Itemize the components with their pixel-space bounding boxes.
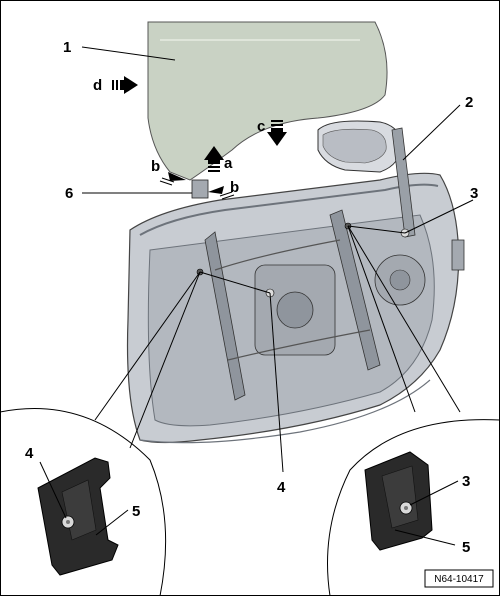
callout-6: 6 bbox=[65, 185, 73, 202]
detail-arc-right bbox=[327, 419, 500, 596]
arrow-b-left-icon bbox=[159, 172, 186, 186]
arrow-a-icon bbox=[204, 146, 224, 172]
zoom-line-left-1 bbox=[94, 271, 201, 421]
detail-arc-left bbox=[0, 407, 167, 596]
detail-bolt-right-core bbox=[404, 506, 408, 510]
callout-2: 2 bbox=[465, 94, 473, 111]
speaker-center bbox=[389, 269, 411, 291]
leader-4-center-b bbox=[199, 271, 271, 294]
window-glass bbox=[147, 21, 388, 181]
reference-code: N64-10417 bbox=[434, 574, 484, 585]
callout-3-detail: 3 bbox=[462, 473, 470, 490]
leader-5-right bbox=[394, 529, 456, 546]
leader-3-top bbox=[404, 199, 474, 234]
zoom-line-right-2 bbox=[347, 225, 461, 413]
zoom-line-left-2 bbox=[129, 271, 201, 449]
arrow-label-d: d bbox=[93, 77, 102, 94]
detail-bolt-left-core bbox=[66, 520, 70, 524]
glass-clip bbox=[191, 179, 209, 199]
arrow-label-b-left: b bbox=[151, 158, 160, 175]
callout-4-center: 4 bbox=[277, 479, 286, 496]
side-mirror-face bbox=[322, 128, 387, 164]
door-lower-edge bbox=[139, 379, 431, 444]
callout-1: 1 bbox=[63, 39, 71, 56]
arrow-label-a: a bbox=[224, 155, 233, 172]
leader-4-center bbox=[269, 292, 284, 473]
leader-1 bbox=[81, 46, 176, 61]
window-guide-channel bbox=[391, 127, 416, 238]
callout-4-detail: 4 bbox=[25, 445, 34, 462]
zoom-line-right-1 bbox=[347, 225, 416, 413]
arrow-d-icon bbox=[112, 76, 138, 94]
callout-5-left: 5 bbox=[132, 503, 140, 520]
callout-5-right: 5 bbox=[462, 539, 470, 556]
arrow-b-right-icon bbox=[208, 186, 235, 200]
door-upper-rail bbox=[139, 183, 439, 236]
arrow-label-c: c bbox=[257, 118, 265, 135]
reference-code-box bbox=[424, 569, 494, 588]
leader-3-detail bbox=[409, 480, 459, 506]
leader-2 bbox=[402, 104, 461, 161]
arrow-label-b-right: b bbox=[230, 179, 239, 196]
door-latch bbox=[451, 239, 465, 271]
leader-4-detail bbox=[39, 461, 67, 519]
callout-3-top: 3 bbox=[470, 185, 478, 202]
leader-3-center bbox=[347, 225, 406, 234]
regulator-motor-hub bbox=[276, 291, 314, 329]
leader-5-left bbox=[95, 509, 129, 536]
regulator-cable bbox=[214, 239, 371, 361]
arrow-c-icon bbox=[267, 120, 287, 146]
